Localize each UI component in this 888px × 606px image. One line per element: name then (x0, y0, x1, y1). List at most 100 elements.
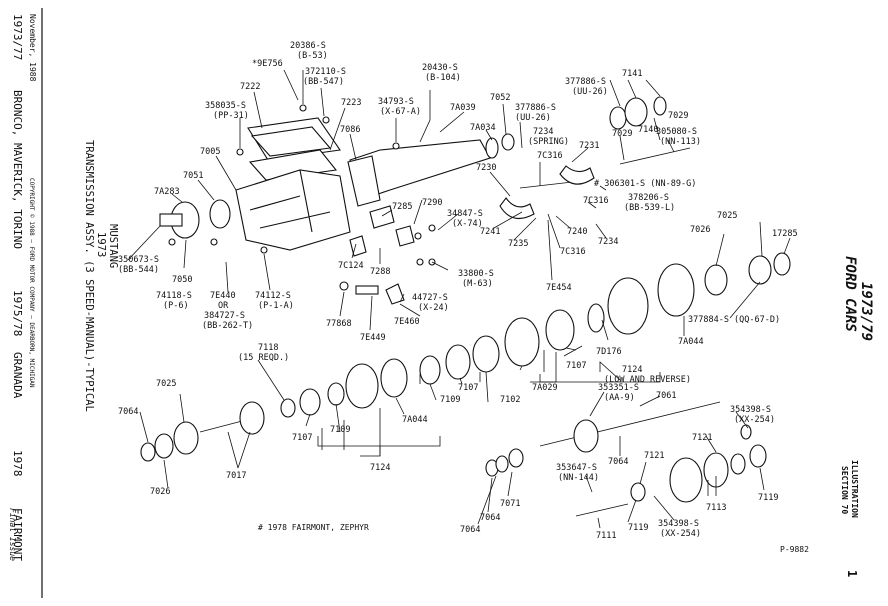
fastener-12 (339, 281, 349, 291)
label-384727-s: 384727-S (204, 311, 245, 321)
label-7230: 7230 (476, 163, 496, 173)
label-or: OR (218, 301, 229, 311)
label-7064-c: 7064 (480, 513, 500, 523)
sidebar-year-1978: 1978 (11, 450, 24, 477)
second-gear (504, 317, 540, 367)
label-7102: 7102 (500, 395, 520, 405)
label-7109-b: 7109 (440, 395, 460, 405)
cluster-gear-3 (653, 96, 667, 116)
retainer-snout (159, 213, 183, 227)
synchro-sleeve-1 (345, 363, 379, 409)
part-labels: 20386-S (B-53) *9E756 372110-S (BB-547) … (118, 41, 798, 541)
label-nn-144: (NN-144) (558, 473, 599, 483)
label-377886-s-b: 377886-S (565, 77, 606, 87)
label-305080-s: 305080-S (656, 127, 697, 137)
fastener-5 (414, 232, 422, 240)
label-7118: 7118 (258, 343, 278, 353)
cluster-washer-rear (749, 444, 767, 468)
label-34847-s: 34847-S (447, 209, 483, 219)
label-7d176: 7D176 (596, 347, 622, 357)
low-reverse-sleeve (607, 277, 649, 335)
label-7086: 7086 (340, 125, 360, 135)
countershaft (575, 503, 629, 517)
thrust-washer (508, 448, 524, 468)
sidebar-page-number: 1 (845, 570, 859, 577)
label-306301-s: # 306301-S (NN-89-G) (594, 179, 696, 189)
synchro-spring-1 (327, 382, 345, 406)
label-7107-b: 7107 (458, 383, 478, 393)
synchro-ring-1 (299, 388, 321, 416)
output-shaft-spline (573, 419, 599, 453)
fastener-9 (168, 238, 176, 246)
low-reverse-hub (657, 263, 695, 317)
synchro-hub-1 (380, 358, 408, 398)
label-7c316-a: 7C316 (537, 151, 563, 161)
label-7026-top: 7026 (690, 225, 710, 235)
label-7a044-right: 7A044 (678, 337, 704, 347)
input-bearing (173, 421, 199, 455)
cluster-gear-2 (624, 97, 648, 127)
label-17285: 17285 (772, 229, 798, 239)
output-shaft (539, 401, 721, 447)
label-p-6: (P-6) (163, 301, 189, 311)
extension-gasket (347, 155, 381, 207)
shift-fork-1 (499, 197, 535, 220)
label-20386-s: 20386-S (290, 41, 326, 51)
retainer-ring (587, 303, 605, 333)
input-bearing-snap (154, 433, 174, 459)
label-7c316-b: 7C316 (583, 196, 609, 206)
figure-number: P-9882 (780, 545, 809, 554)
label-7050: 7050 (172, 275, 192, 285)
label-378206-s: 378206-S (628, 193, 669, 203)
shift-lever-2 (395, 225, 415, 247)
label-7071: 7071 (500, 499, 520, 509)
label-377884-s: 377884-S (QQ-67-D) (688, 315, 780, 325)
countershaft-washer (630, 482, 646, 502)
label-7223: 7223 (341, 98, 361, 108)
label-7107-right: 7107 (566, 361, 586, 371)
label-7241: 7241 (480, 227, 500, 237)
label-77868: 77868 (326, 319, 352, 329)
label-74118-s: 74118-S (156, 291, 192, 301)
input-seal (140, 442, 156, 462)
label-x-74: (X-74) (452, 219, 483, 229)
label-7e460: 7E460 (394, 317, 420, 327)
label-low-and-reverse: (LOW AND REVERSE) (604, 375, 691, 385)
snap-ring (704, 264, 728, 296)
fastener-10 (210, 238, 218, 246)
fastener-3 (236, 148, 244, 156)
label-pp-31: (PP-31) (213, 111, 249, 121)
label-7051: 7051 (183, 171, 203, 181)
label-xx-254-a: (XX-254) (734, 415, 775, 425)
label-7026-bottom: 7026 (150, 487, 170, 497)
fastener-2 (322, 116, 330, 124)
cluster-gear-lower (669, 457, 703, 503)
linkage-lever (385, 283, 405, 305)
fastener-4 (392, 142, 400, 150)
label-7140: 7140 (638, 125, 658, 135)
label-7234-spring: 7234 (533, 127, 553, 137)
label-9e756: *9E756 (252, 59, 283, 69)
cluster-shaft (619, 147, 691, 165)
synchro-ring-2 (445, 344, 471, 380)
label-372110-s: 372110-S (305, 67, 346, 77)
shift-lever (369, 205, 395, 229)
label-7285: 7285 (392, 202, 412, 212)
sidebar-models: BRONCO, MAVERICK, TORINO (11, 90, 24, 249)
retainer-gasket (209, 199, 231, 229)
label-aa-9: (AA-9) (604, 393, 635, 403)
label-7222: 7222 (240, 82, 260, 92)
label-7061: 7061 (656, 391, 676, 401)
label-7113: 7113 (706, 503, 726, 513)
transmission-case (235, 169, 351, 251)
sidebar-copyright: COPYRIGHT © 1988 — FORD MOTOR COMPANY — … (28, 178, 35, 388)
footnote: # 1978 FAIRMONT, ZEPHYR (258, 523, 369, 532)
blocking-ring (545, 309, 575, 351)
label-7025-top: 7025 (717, 211, 737, 221)
sidebar-date: November, 1988 (28, 14, 37, 82)
label-7141: 7141 (622, 69, 642, 79)
upper-parts (159, 96, 691, 305)
sidebar-brand: FORD CARS (842, 256, 858, 332)
label-358035-s: 358035-S (205, 101, 246, 111)
